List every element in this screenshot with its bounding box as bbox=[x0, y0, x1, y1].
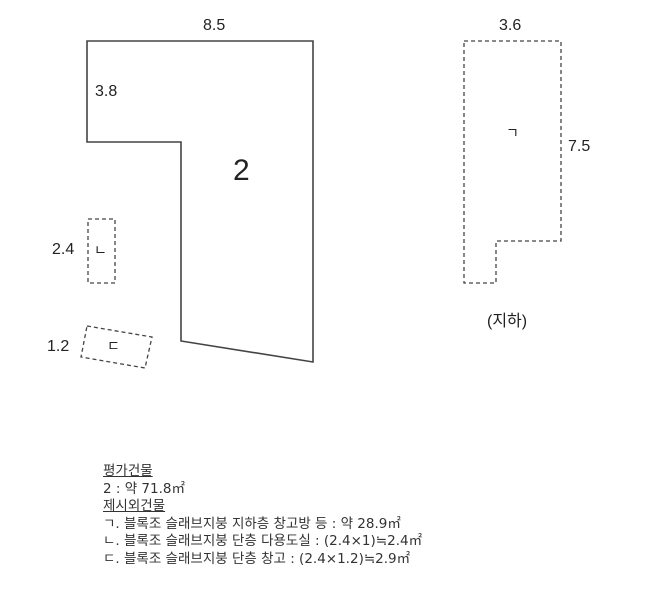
basement-dim-right: 7.5 bbox=[568, 138, 591, 155]
excluded-item: ㄴ. 블록조 슬래브지붕 단층 다용도실 : (2.4×1)≒2.4㎡ bbox=[103, 533, 423, 550]
basement-label: ㄱ bbox=[506, 126, 519, 142]
annex-c-dim: 1.2 bbox=[47, 338, 70, 355]
basement-caption: (지하) bbox=[487, 313, 528, 330]
annex-b-dim: 2.4 bbox=[52, 241, 75, 258]
annex-c-label: ㄷ bbox=[107, 339, 120, 355]
annex-b-outline bbox=[87, 218, 116, 284]
basement-dim-top: 3.6 bbox=[499, 17, 522, 34]
main-building-label: 2 bbox=[233, 154, 250, 187]
evaluated-heading: 평가건물 bbox=[103, 463, 153, 479]
basement-outline bbox=[463, 40, 562, 284]
main-dim-top: 8.5 bbox=[203, 17, 226, 34]
annex-b-label: ㄴ bbox=[94, 243, 107, 259]
evaluated-item: 2 : 약 71.8㎡ bbox=[103, 480, 185, 497]
annex-c-outline bbox=[80, 325, 153, 369]
excluded-item: ㄷ. 블록조 슬래브지붕 단층 창고 : (2.4×1.2)≒2.9㎡ bbox=[103, 550, 411, 567]
excluded-heading: 제시외건물 bbox=[103, 498, 166, 515]
legend: 평가건물 2 : 약 71.8㎡ 제시외건물 ㄱ. 블록조 슬래브지붕 지하층 … bbox=[103, 463, 422, 569]
main-building-outline bbox=[86, 40, 314, 363]
main-dim-left: 3.8 bbox=[95, 83, 118, 100]
excluded-item: ㄱ. 블록조 슬래브지붕 지하층 창고방 등 : 약 28.9㎡ bbox=[103, 515, 401, 532]
